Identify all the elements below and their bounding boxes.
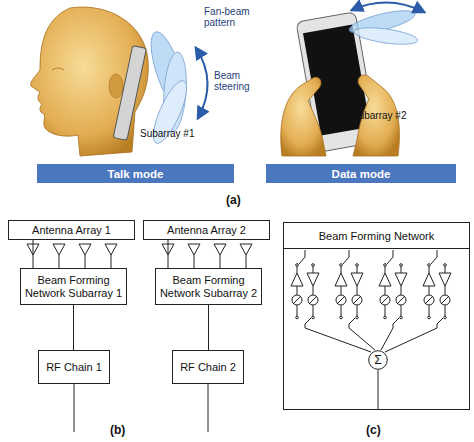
annotation-label: Beam steering	[214, 70, 262, 92]
beamforming-network-box: Beam Forming NetworkΣ	[283, 222, 470, 410]
node-text: Beam Forming Network Subarray 2	[159, 274, 258, 299]
combiner-wire	[305, 328, 437, 409]
fan-beam	[347, 6, 419, 47]
annotation-label: Fan-beam pattern	[204, 6, 262, 28]
connector-line	[73, 305, 74, 350]
switch-amplifier-phase-shifter-chains	[291, 250, 451, 328]
beamforming-box: Beam Forming Network Subarray 1	[20, 268, 127, 305]
connector-line	[208, 305, 209, 350]
node-text: Talk mode	[107, 168, 163, 180]
node-text: Antenna Array 1	[32, 224, 111, 237]
annotation-label: (c)	[366, 424, 396, 437]
node-text: Data mode	[332, 168, 391, 180]
antenna-symbols	[27, 244, 252, 268]
mode-band: Data mode	[266, 164, 456, 183]
node-text: Σ	[374, 354, 381, 366]
steering-arrow	[196, 48, 208, 118]
antenna-array-box: Antenna Array 1	[8, 220, 135, 240]
mode-band: Talk mode	[37, 164, 234, 183]
annotation-label: Subarray #2	[352, 110, 422, 121]
node-text: Beam Forming Network	[284, 223, 469, 249]
summer-circle: Σ	[368, 350, 388, 370]
annotation-label: Subarray #1	[140, 128, 210, 139]
output-wire	[74, 384, 208, 432]
antenna-array-box: Antenna Array 2	[143, 220, 270, 240]
node-text: Antenna Array 2	[167, 224, 246, 237]
node-text: RF Chain 2	[180, 361, 236, 374]
steering-arrow	[352, 2, 424, 12]
rf-chain-box: RF Chain 2	[172, 350, 244, 384]
phone-at-ear	[113, 46, 146, 141]
node-text: Beam Forming Network Subarray 1	[24, 274, 123, 299]
connector-line	[168, 240, 169, 268]
beamforming-box: Beam Forming Network Subarray 2	[155, 268, 262, 305]
annotation-label: (a)	[226, 194, 256, 207]
annotation-label: (b)	[110, 424, 140, 437]
head-illustration	[31, 7, 149, 156]
connector-line	[33, 240, 34, 268]
rf-chain-box: RF Chain 1	[38, 350, 110, 384]
circle-outline	[369, 351, 388, 370]
node-text: RF Chain 1	[46, 361, 102, 374]
